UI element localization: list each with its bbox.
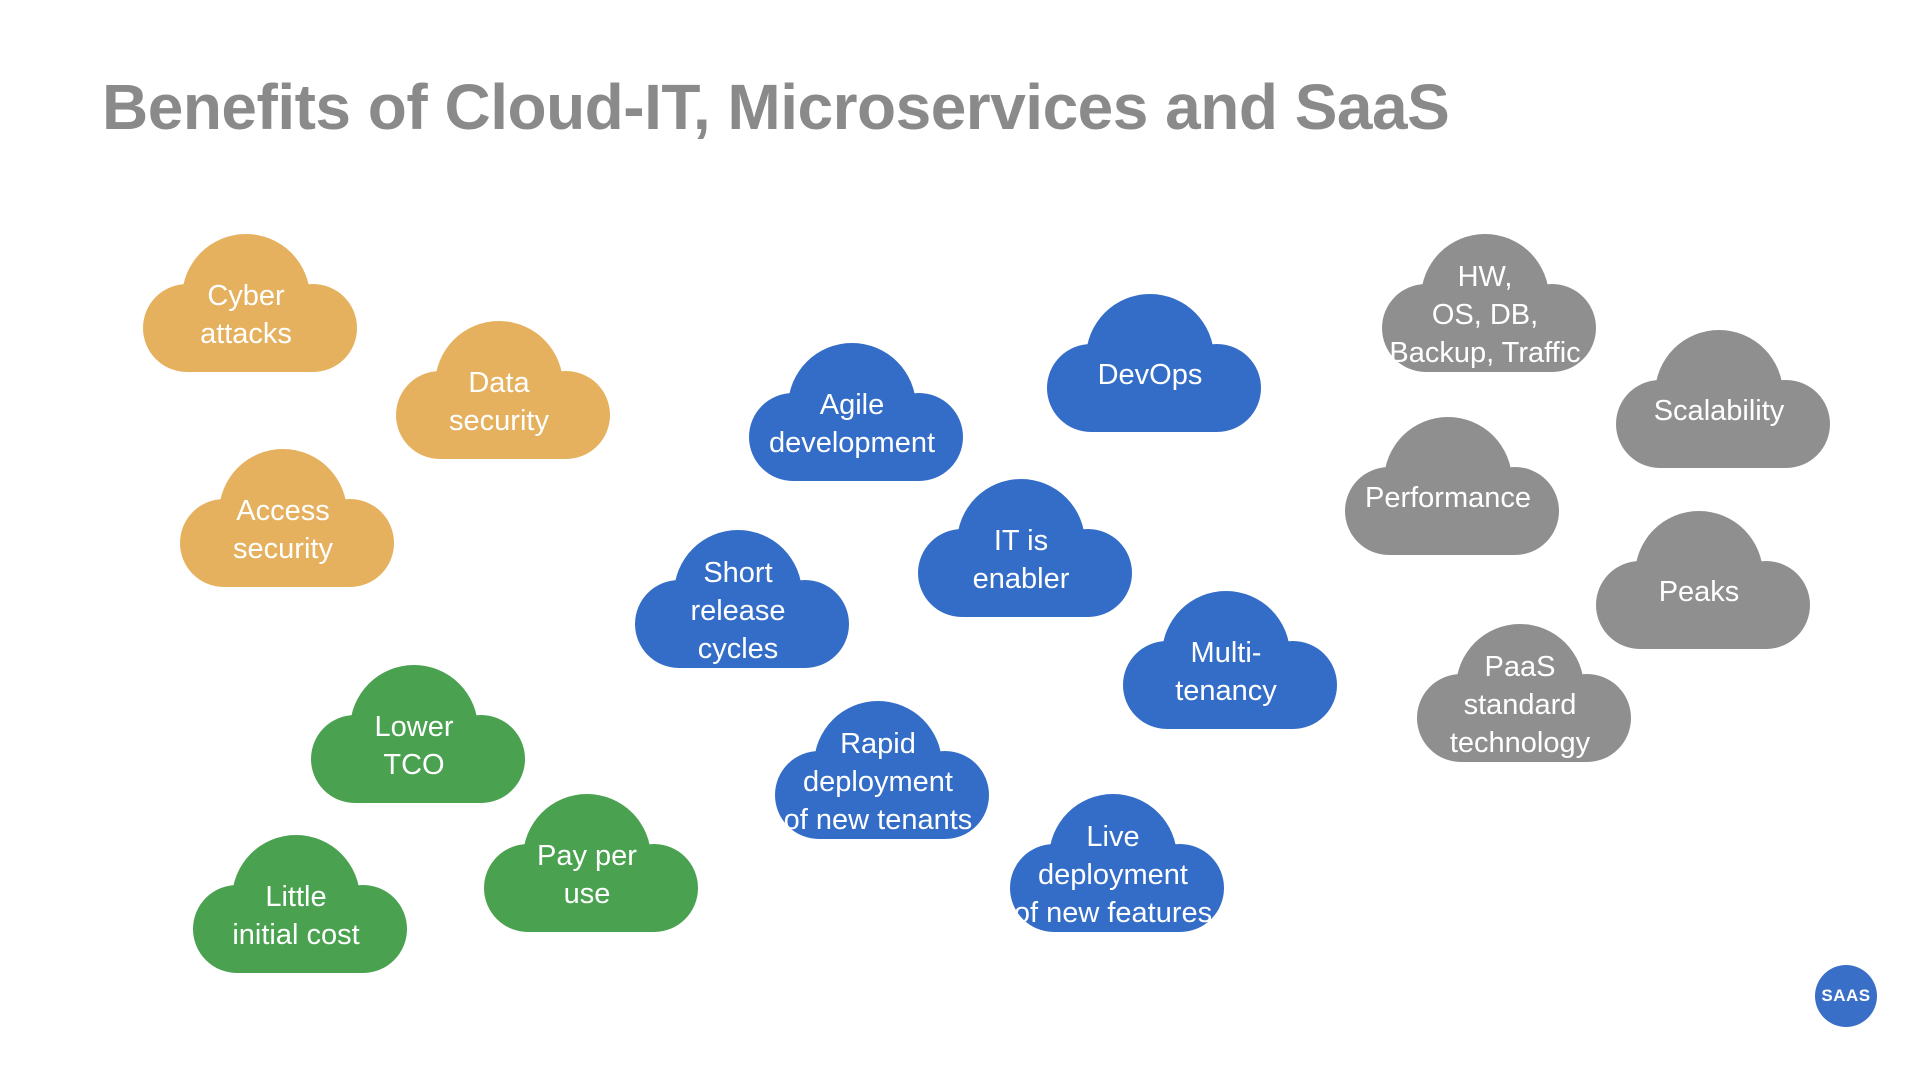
cloud-shape [311,665,525,803]
cloud-performance: Performance [1333,415,1563,555]
saas-logo: SAAS [1815,965,1877,1027]
cloud-peaks: Peaks [1584,509,1814,649]
cloud-scalability: Scalability [1604,328,1834,468]
cloud-label: Performance [1364,482,1531,514]
cloud-short-release-cycles: Short release cycles [623,528,853,668]
cloud-label: Agile development [768,389,936,459]
cloud-shape [484,794,698,932]
cloud-shape [1047,294,1261,432]
cloud-shape [1010,794,1224,932]
cloud-label: Access security [233,495,333,565]
cloud-little-initial-cost: Little initial cost [181,833,411,973]
cloud-label: PaaS standard technology [1449,651,1591,759]
cloud-rapid-deployment: Rapid deployment of new tenants [763,699,993,839]
cloud-shape [193,835,407,973]
cloud-label: Short release cycles [690,557,786,665]
cloud-label: Peaks [1658,576,1740,608]
cloud-shape [1382,234,1596,372]
cloud-it-is-enabler: IT is enabler [906,477,1136,617]
cloud-agile-development: Agile development [737,341,967,481]
cloud-label: Cyber attacks [200,280,292,350]
cloud-shape [396,321,610,459]
cloud-pay-per-use: Pay per use [472,792,702,932]
cloud-shape [1596,511,1810,649]
cloud-label: Data security [449,367,549,437]
cloud-label: Scalability [1653,395,1785,427]
cloud-label: Little initial cost [232,881,360,951]
cloud-label: HW, OS, DB, Backup, Traffic [1389,261,1581,369]
cloud-shape [918,479,1132,617]
cloud-access-security: Access security [168,447,398,587]
cloud-shape [143,234,357,372]
cloud-hw-os-db: HW, OS, DB, Backup, Traffic [1370,232,1600,372]
cloud-cyber-attacks: Cyber attacks [131,232,361,372]
slide-title: Benefits of Cloud-IT, Microservices and … [102,71,1450,143]
cloud-label: Rapid deployment of new tenants [783,728,973,836]
cloud-shape [749,343,963,481]
cloud-paas-standard-technology: PaaS standard technology [1405,622,1635,762]
cloud-label: IT is enabler [972,525,1070,595]
cloud-shape [775,701,989,839]
cloud-shape [180,449,394,587]
cloud-live-deployment: Live deployment of new features [998,792,1228,932]
cloud-multi-tenancy: Multi- tenancy [1111,589,1341,729]
cloud-data-security: Data security [384,319,614,459]
cloud-shape [635,530,849,668]
cloud-label: Live deployment of new features [1013,821,1213,929]
cloud-shape [1123,591,1337,729]
cloud-devops: DevOps [1035,292,1265,432]
cloud-lower-tco: Lower TCO [299,663,529,803]
cloud-shape [1417,624,1631,762]
cloud-label: Lower TCO [374,711,454,781]
cloud-shape [1616,330,1830,468]
cloud-label: DevOps [1097,359,1203,391]
cloud-label: Multi- tenancy [1175,637,1277,707]
cloud-shape [1345,417,1559,555]
cloud-label: Pay per use [537,840,637,910]
